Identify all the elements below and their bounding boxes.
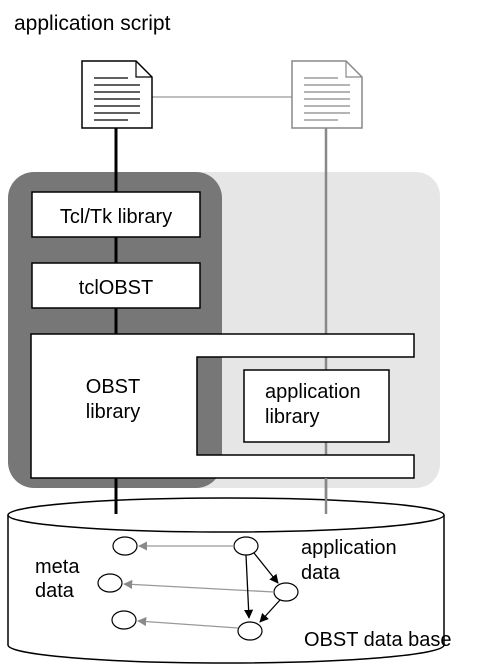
application-data-label-line1: application: [301, 537, 397, 559]
app-arrow-3: [259, 599, 281, 623]
meta-data-label-line2: data: [35, 580, 75, 602]
meta-object-2: [97, 573, 123, 593]
obst-notch-shade: [198, 358, 214, 454]
meta-arrow-3: [137, 617, 239, 629]
tclobst-box: [31, 262, 201, 309]
app-object-3: [237, 621, 263, 641]
tcl-script-document-icon: [81, 60, 153, 129]
application-script-document-icon: [291, 60, 363, 129]
app-object-2: [273, 582, 299, 602]
application-library-box: [243, 369, 390, 443]
obst-library-label-line2: library: [86, 401, 140, 423]
diagram-title: application script: [14, 12, 171, 35]
application-library-label-line1: application: [265, 381, 361, 403]
obst-library-box: [30, 333, 415, 479]
app-object-1: [233, 536, 259, 556]
obst-library-label-line1: OBST: [86, 376, 140, 398]
app-arrow-2: [244, 554, 254, 619]
app-arrow-1: [253, 552, 279, 584]
tcltk-library-box: [31, 191, 201, 238]
application-data-label-line2: data: [301, 562, 341, 584]
meta-object-3: [111, 610, 137, 630]
meta-arrow-2: [123, 579, 275, 593]
meta-object-1: [112, 536, 138, 556]
tcltk-library-label: Tcl/Tk library: [60, 206, 172, 228]
obst-database-label: OBST data base: [304, 629, 452, 651]
meta-data-label-line1: meta: [35, 556, 80, 578]
application-library-label-line2: library: [265, 406, 319, 428]
tclobst-label: tclOBST: [79, 277, 153, 299]
